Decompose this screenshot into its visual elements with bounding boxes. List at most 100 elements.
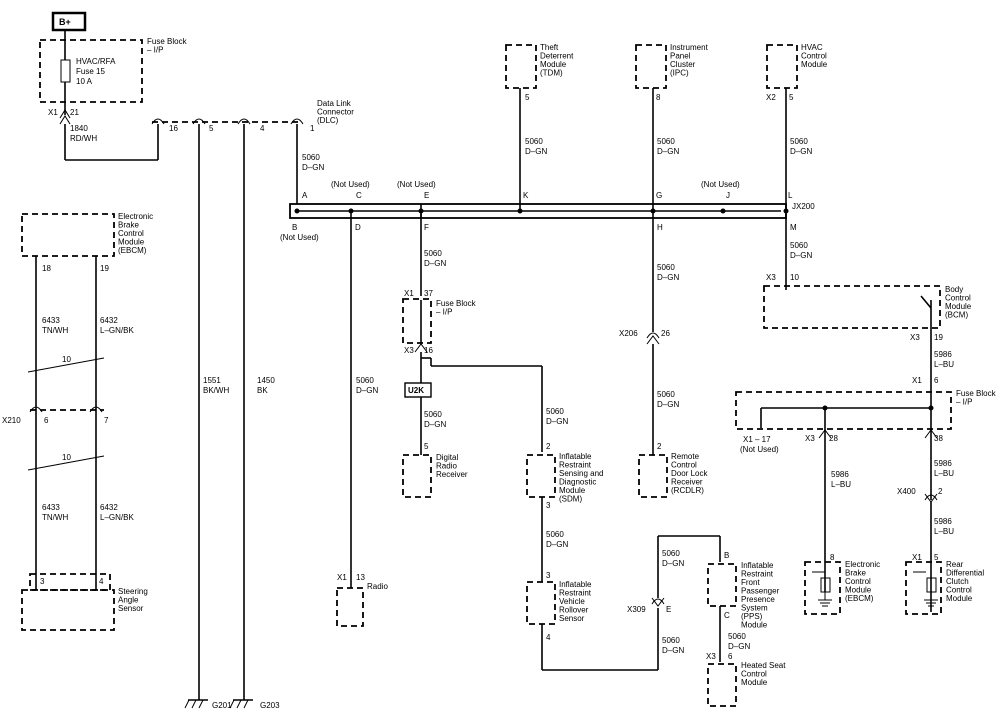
svg-text:G201: G201 xyxy=(212,701,232,710)
x210-pin-7: 7 xyxy=(104,416,109,425)
svg-text:4: 4 xyxy=(99,577,104,586)
connector-x309: X309 xyxy=(627,605,646,614)
wire-5060-x309b-circuit: 5060 xyxy=(662,636,680,645)
wire-5060-radio-color: D–GN xyxy=(356,386,378,395)
wire-5060-m-color: D–GN xyxy=(790,251,812,260)
fuse-block-ip-top-label: Fuse Block – I/P xyxy=(147,37,189,55)
svg-text:5060: 5060 xyxy=(790,137,808,146)
heated-seat-label: Heated Seat xyxy=(741,661,786,670)
fuse-block-ip-right xyxy=(735,391,952,430)
jx200-pin-f: F xyxy=(424,223,429,232)
bcm-pin-10: 10 xyxy=(790,273,799,282)
wire-5986-x400-color: L–BU xyxy=(934,527,954,536)
svg-text:5060: 5060 xyxy=(525,137,543,146)
tdm-label: Theft xyxy=(540,43,559,52)
jx200-pin-m: M xyxy=(790,223,797,232)
rollover-label: Inflatable xyxy=(559,580,592,589)
dlc-pin-4: 4 xyxy=(260,124,265,133)
bcm-label: Body xyxy=(945,285,963,294)
svg-text:13: 13 xyxy=(356,573,365,582)
fuse-15-rating: 10 A xyxy=(76,77,93,86)
svg-text:3: 3 xyxy=(546,501,551,510)
wire-5986-ebcm-circuit: 5986 xyxy=(831,470,849,479)
fuse-conn-x1: X1 xyxy=(48,108,58,117)
wire-6432-circuit: 6432 xyxy=(100,316,118,325)
svg-text:19: 19 xyxy=(100,264,109,273)
fuse-mid-x1: X1 xyxy=(404,289,414,298)
jx200-pin-c: C xyxy=(356,191,362,200)
x210-pin-6: 6 xyxy=(44,416,49,425)
wire-5060-dlc-color: D–GN xyxy=(302,163,324,172)
fuse-mid-pin-37: 37 xyxy=(424,289,433,298)
fuse-mid-pin-16: 16 xyxy=(424,346,433,355)
wire-1840-color: RD/WH xyxy=(70,134,97,143)
connector-x210: X210 xyxy=(2,416,21,425)
wire-6433-circuit-lower: 6433 xyxy=(42,503,60,512)
jx200-pin-l: L xyxy=(788,191,793,200)
svg-text:3: 3 xyxy=(546,571,551,580)
rcdlr-label: Remote xyxy=(671,452,700,461)
wire-5986-x400-circuit: 5986 xyxy=(934,517,952,526)
svg-text:5: 5 xyxy=(789,93,794,102)
wire-6432-color: L–GN/BK xyxy=(100,326,134,335)
svg-text:3: 3 xyxy=(40,577,45,586)
pps-label: Inflatable xyxy=(741,561,774,570)
svg-text:D–GN: D–GN xyxy=(657,147,679,156)
jx200-pin-h: H xyxy=(657,223,663,232)
u2k-connector xyxy=(404,382,432,398)
wire-6433-color-lower: TN/WH xyxy=(42,513,68,522)
svg-text:8: 8 xyxy=(656,93,661,102)
wire-5986-fuse-circuit: 5986 xyxy=(934,459,952,468)
svg-text:4: 4 xyxy=(546,633,551,642)
connector-x400: X400 xyxy=(897,487,916,496)
ebcm-top-label: Electronic xyxy=(118,212,153,221)
wire-5060-u2k-color: D–GN xyxy=(424,420,446,429)
x400-pin-2: 2 xyxy=(938,487,943,496)
hvac-label: HVAC xyxy=(801,43,823,52)
rear-diff-label: Rear xyxy=(946,560,964,569)
power-source: B+ xyxy=(51,11,87,32)
wire-5060-sdm-circuit: 5060 xyxy=(546,407,564,416)
svg-text:X2: X2 xyxy=(766,93,776,102)
svg-text:2: 2 xyxy=(546,442,551,451)
module-radio: X1 13 Radio xyxy=(336,573,388,627)
fuse-15-name: HVAC/RFA xyxy=(76,57,116,66)
module-bcm xyxy=(763,285,941,329)
ebcm-bottom-label: Electronic xyxy=(845,560,880,569)
wire-5060-m-circuit: 5060 xyxy=(790,241,808,250)
svg-text:G203: G203 xyxy=(260,701,280,710)
jx200-pin-a: A xyxy=(302,191,308,200)
wire-5060-rollover-circuit: 5060 xyxy=(546,530,564,539)
pin-e-not-used: (Not Used) xyxy=(397,180,436,189)
wire-5060-x309-circuit: 5060 xyxy=(662,549,680,558)
dlc-pin-5: 5 xyxy=(209,124,214,133)
wire-5986-ebcm-color: L–BU xyxy=(831,480,851,489)
svg-text:X1: X1 xyxy=(337,573,347,582)
wire-5060-sdm-color: D–GN xyxy=(546,417,568,426)
svg-text:5: 5 xyxy=(525,93,530,102)
twist-count-2: 10 xyxy=(62,453,71,462)
x206-pin-26: 26 xyxy=(661,329,670,338)
fuse-block-ip-top xyxy=(39,39,143,103)
dlc-pin-1: 1 xyxy=(310,124,315,133)
sdm-label: Inflatable xyxy=(559,452,592,461)
fuse-right-pin-28: 28 xyxy=(829,434,838,443)
fuse-15 xyxy=(60,59,71,83)
svg-text:B: B xyxy=(724,551,729,560)
connector-x206: X206 xyxy=(619,329,638,338)
fuse-block-ip-mid-label: Fuse Block xyxy=(436,299,477,308)
svg-text:Fuse Block– I/P: Fuse Block– I/P xyxy=(956,389,997,407)
fuse-15-number: Fuse 15 xyxy=(76,67,105,76)
wire-5060-h-color: D–GN xyxy=(657,273,679,282)
wire-5986-bcm-circuit: 5986 xyxy=(934,350,952,359)
